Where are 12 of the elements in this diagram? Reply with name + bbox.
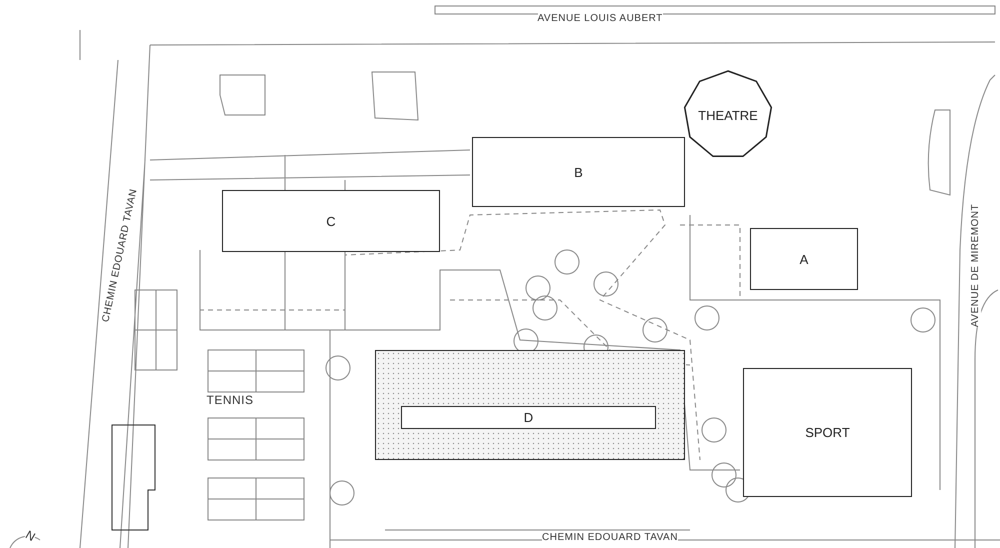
building-outline: C xyxy=(222,190,440,252)
building-outline: A xyxy=(750,228,858,290)
building-outline: B xyxy=(472,137,685,207)
street-name: AVENUE LOUIS AUBERT xyxy=(538,12,663,24)
building-name: D xyxy=(401,406,656,429)
building-outline: SPORT xyxy=(743,368,912,497)
area-label: TENNIS xyxy=(206,393,254,407)
street-name: CHEMIN EDOUARD TAVAN xyxy=(542,532,678,542)
street-name: AVENUE DE MIREMONT xyxy=(970,203,981,327)
theatre-building: THEATRE xyxy=(683,70,773,160)
building-footprint xyxy=(375,350,685,460)
street-name: CHEMIN EDOUARD TAVAN xyxy=(100,187,140,323)
